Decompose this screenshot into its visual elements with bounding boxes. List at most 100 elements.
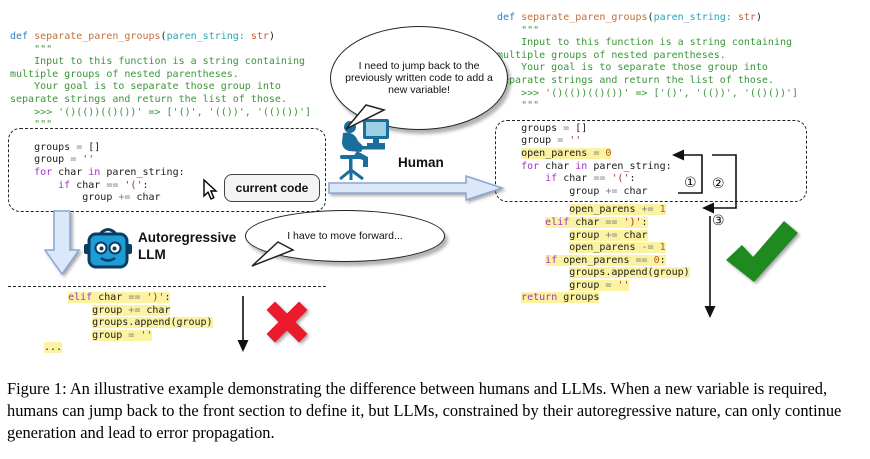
code-token: ')' [140,292,165,303]
code-token: paren_string: [587,160,672,172]
code-token: 1 [653,204,666,216]
human-label: Human [398,155,444,170]
llm-label-text: Autoregressive LLM [138,230,237,262]
code-line: separate strings and return the list of … [10,94,311,107]
code-token: = [605,279,612,291]
code-line: def separate_paren_groups(paren_string: … [10,31,311,44]
code-token: >>> '()(())(()())' => ['()', '(())', '((… [497,87,799,99]
code-token: Your goal is to separate those group int… [497,62,768,74]
step-1-text: ① [684,175,697,191]
current-code-dashed-box [8,128,326,212]
code-line: Your goal is to separate those group int… [497,62,798,75]
highlighted-code: open_parens = 0 [521,147,612,159]
arrow-down-shape [43,210,81,276]
code-token: group [569,279,606,291]
code-line: def separate_paren_groups(paren_string: … [497,12,798,25]
check-shape [726,221,798,282]
code-token: for [497,160,540,172]
code-token: for [10,166,53,178]
code-token: if [497,173,558,185]
cursor-shape [203,178,218,200]
highlighted-code: group = '' [92,329,153,341]
code-token: '' [76,154,95,166]
llm-label: Autoregressive LLM [138,230,248,264]
code-token: groups.append(group) [569,267,690,279]
code-token: paren_string: [166,31,245,42]
highlighted-code: open_parens += 1 [569,204,666,216]
code-token: return [521,292,558,304]
code-line: if open_parens == 0: [497,254,798,268]
code-line: if char == '(': [10,180,311,193]
code-token: """ [10,119,53,131]
code-token: groups [557,292,600,304]
figure-caption-text: Figure 1: An illustrative example demons… [7,379,842,442]
code-token: ) [755,12,762,23]
check-icon [726,221,798,282]
code-line: groups = [] [497,123,798,136]
code-line: Input to this function is a string conta… [497,37,798,50]
code-line: groups.append(group) [44,317,213,330]
code-token: groups [10,141,77,153]
code-line: group += char [497,186,798,199]
step-2-text: ② [712,176,725,192]
code-token: open_parens [569,204,642,216]
code-token: = [70,154,77,166]
code-line: ... [44,342,213,355]
code-token: groups [497,122,564,134]
code-token: == [605,216,618,228]
human-bubble-tail [345,104,387,130]
code-line: elif char == ')': [497,216,798,230]
code-token: : [659,254,666,266]
code-line: Input to this function is a string conta… [10,56,311,69]
code-line: open_parens += 1 [497,204,798,217]
llm-bubble-tail [251,241,295,267]
code-token: char [130,192,161,204]
code-token: ')' [617,216,642,228]
code-token: open_parens [521,147,594,159]
right-code-block: def separate_paren_groups(paren_string: … [497,12,798,305]
code-token: [] [569,122,588,134]
code-token: in [575,160,588,172]
code-token: """ [10,43,53,55]
code-token: group [92,329,129,341]
highlighted-code: group = '' [569,279,630,291]
code-line: group = '' [10,154,311,167]
code-token: += [118,192,131,204]
code-token: """ [497,100,540,112]
code-token: = [76,141,83,153]
code-token: elif [545,216,570,228]
code-line: groups.append(group) [497,267,798,280]
code-token: def [10,31,35,42]
code-token: : [641,216,648,228]
arrow-right-shape [328,174,505,202]
jump-forward-arrow-icon [712,154,737,209]
code-token: def [497,12,522,23]
code-token: -= [641,242,654,254]
current-code-label-text: current code [235,181,309,195]
step-1-badge: ① [684,175,697,191]
mouse-cursor-icon [203,178,218,200]
code-token: ( [647,12,654,23]
code-line: group = '' [497,279,798,293]
code-token: paren_string: [653,12,732,23]
robot-figure [84,228,132,269]
code-line: group += char [10,192,311,205]
code-token: += [605,185,618,197]
code-token: 1 [653,242,666,254]
cross-shape [266,301,308,343]
code-token: char [70,179,107,191]
left-code-block: def separate_paren_groups(paren_string: … [10,31,311,205]
code-token: ) [268,31,275,42]
highlighted-code: return groups [521,292,600,304]
highlighted-code: elif char == ')': [68,292,171,303]
code-token: group [10,192,119,204]
code-token: separate strings and return the list of … [497,74,774,86]
figure-caption: Figure 1: An illustrative example demons… [7,378,865,443]
code-token: group [92,304,129,316]
code-token: group [569,229,606,241]
bubble-tail-shape [345,104,387,130]
code-token: = [593,147,600,159]
code-token: : [629,173,636,185]
highlighted-code: groups.append(group) [569,267,690,279]
human-speech-text: I need to jump back to the previously wr… [345,60,493,96]
